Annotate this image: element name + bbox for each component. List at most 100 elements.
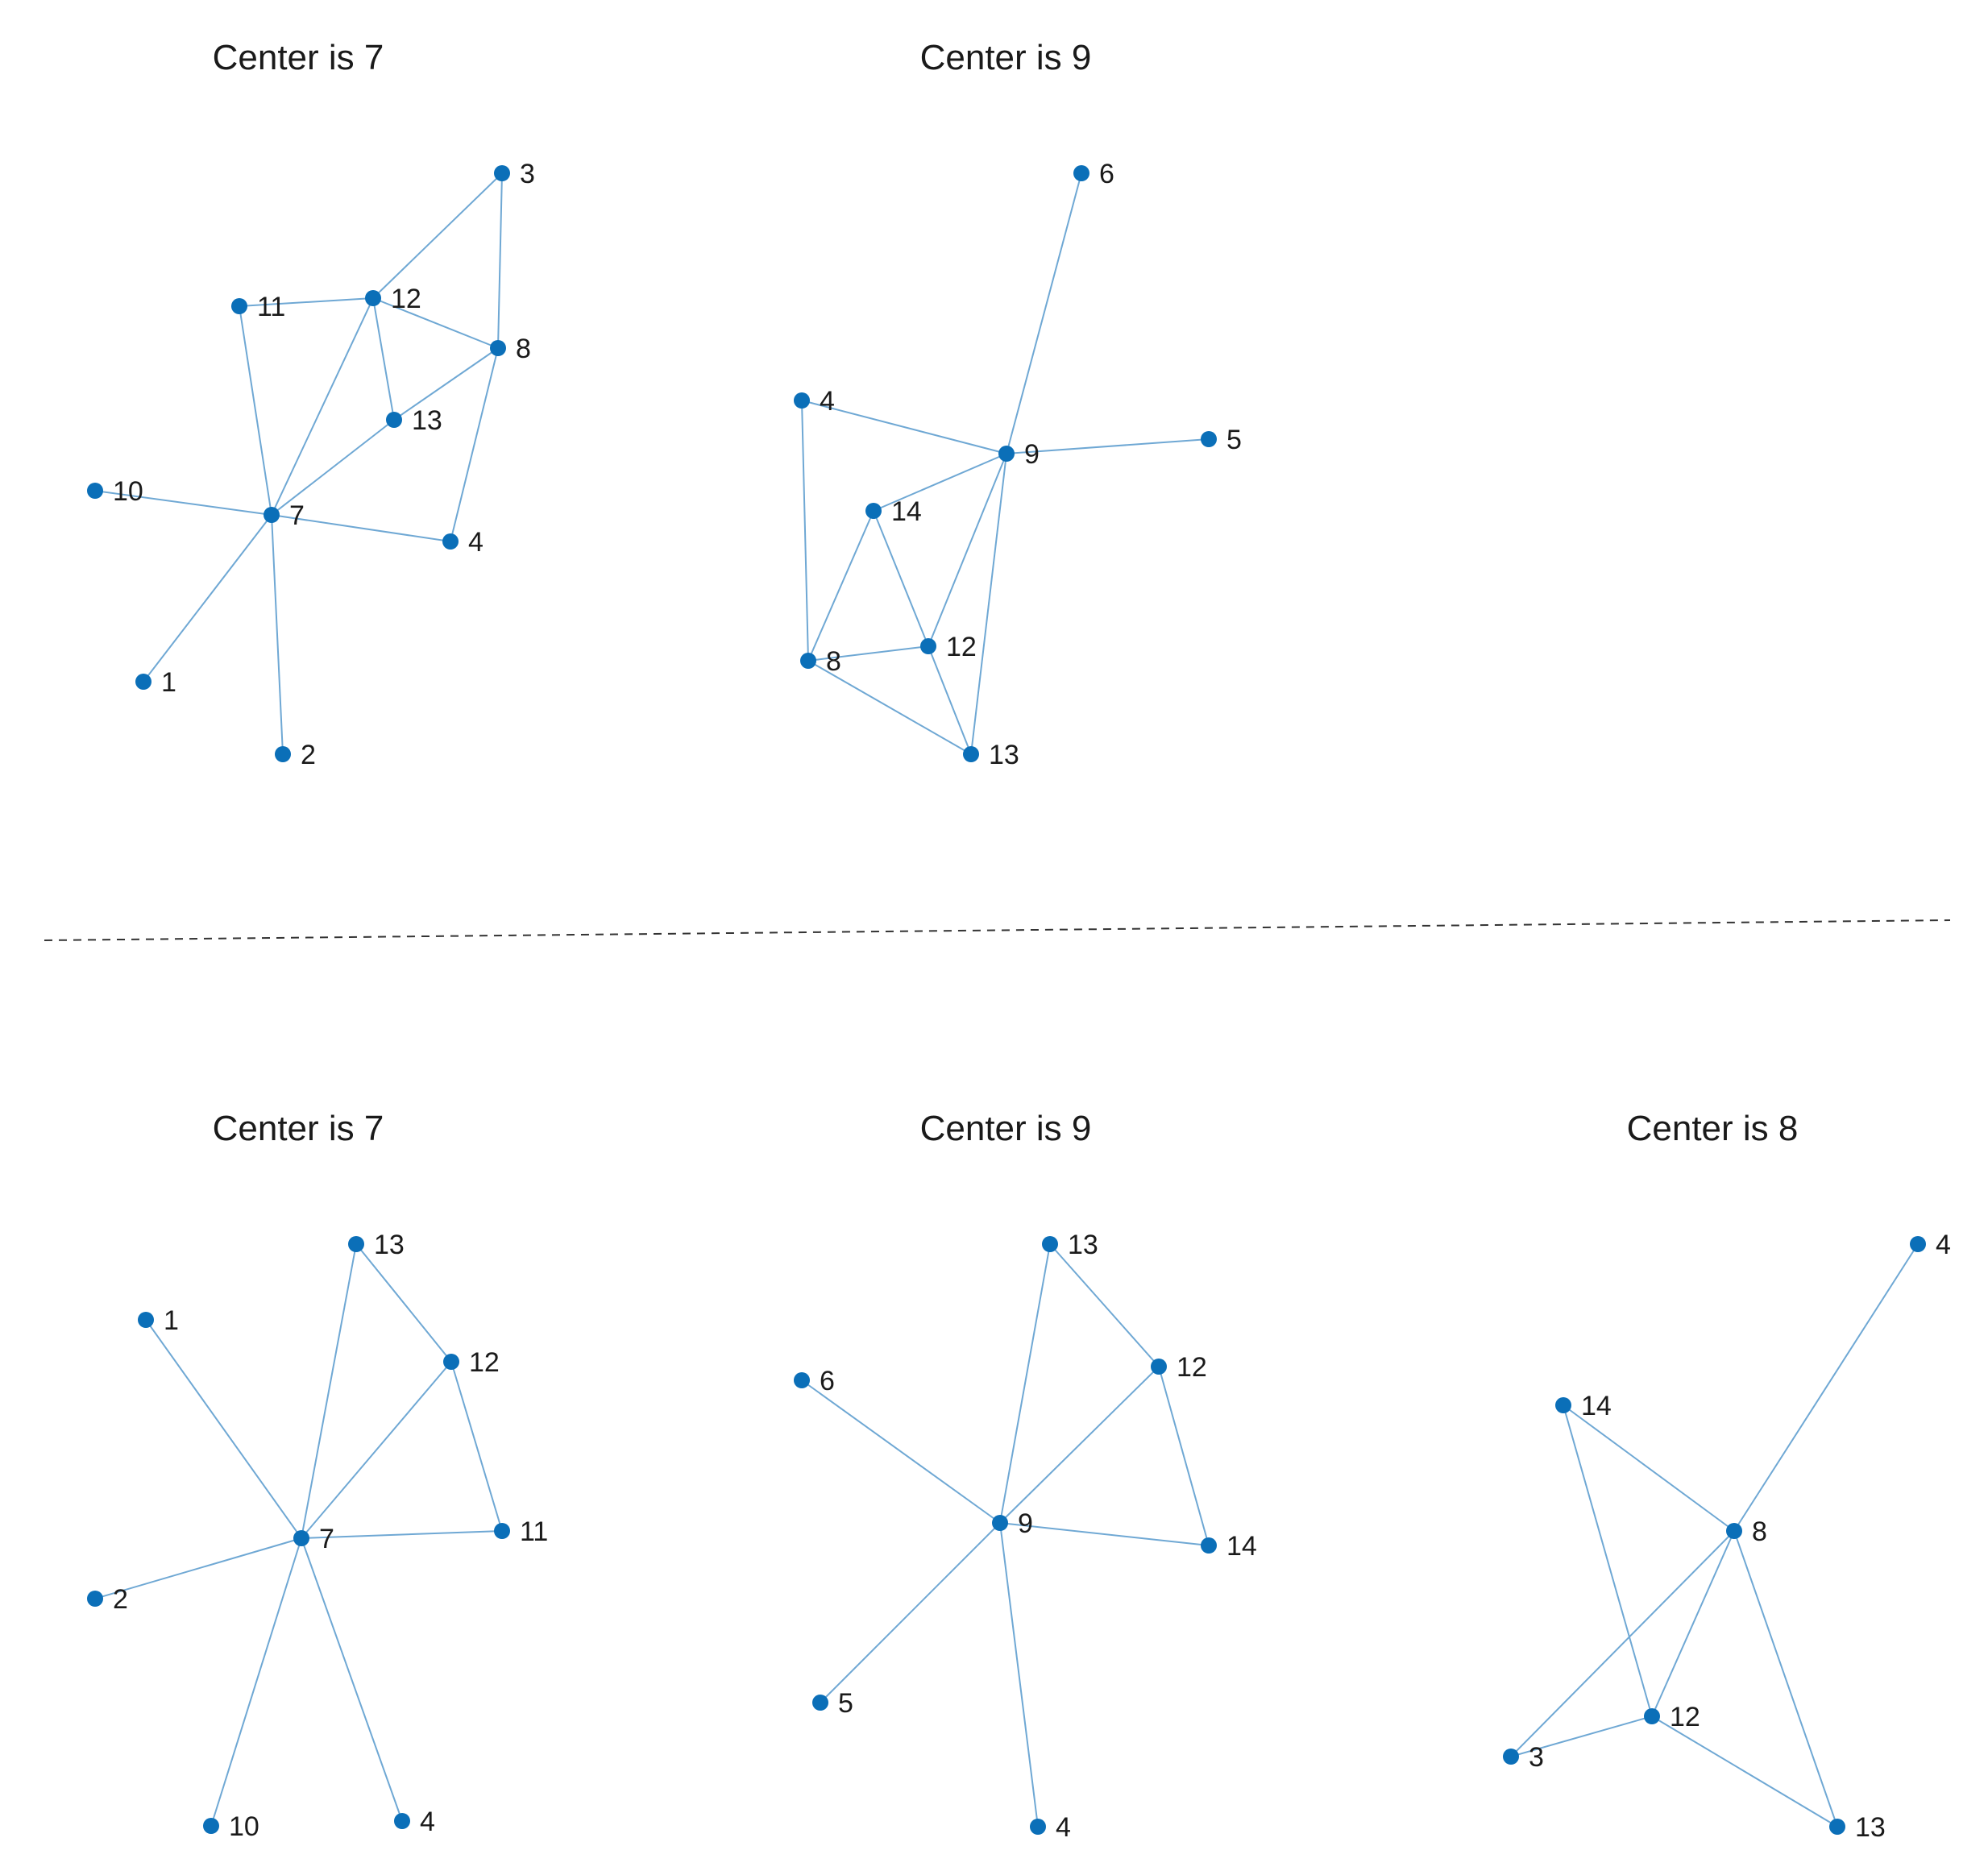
edge-7-13 bbox=[271, 419, 395, 516]
edge-12-13 bbox=[372, 297, 395, 421]
node-3 bbox=[494, 165, 510, 181]
panel-title: Center is 8 bbox=[1627, 1109, 1799, 1148]
node-6 bbox=[794, 1372, 810, 1388]
edge-9-6 bbox=[1006, 172, 1082, 454]
panel-title: Center is 7 bbox=[213, 1109, 384, 1148]
node-label: 13 bbox=[374, 1230, 405, 1260]
edge-3-12 bbox=[1510, 1715, 1653, 1757]
node-label: 3 bbox=[1529, 1742, 1544, 1773]
edge-12-13 bbox=[1651, 1715, 1838, 1827]
edge-7-2 bbox=[94, 1537, 302, 1599]
edge-9-14 bbox=[999, 1522, 1210, 1546]
node-label: 10 bbox=[229, 1811, 259, 1842]
node-4 bbox=[794, 392, 810, 409]
edge-9-5 bbox=[820, 1522, 1001, 1703]
node-label: 13 bbox=[412, 405, 442, 436]
node-10 bbox=[87, 483, 103, 499]
edge-9-4 bbox=[801, 400, 1007, 454]
edge-12-8 bbox=[372, 297, 499, 349]
node-label: 8 bbox=[516, 334, 531, 364]
node-label: 7 bbox=[289, 500, 305, 531]
node-14 bbox=[1555, 1397, 1571, 1413]
node-12 bbox=[1151, 1359, 1167, 1375]
node-12 bbox=[1644, 1708, 1660, 1724]
edge-14-12 bbox=[1563, 1404, 1653, 1717]
node-label: 6 bbox=[1099, 159, 1114, 189]
edge-7-11 bbox=[301, 1530, 503, 1539]
edge-7-12 bbox=[301, 1361, 452, 1539]
node-label: 13 bbox=[989, 740, 1019, 770]
node-8 bbox=[490, 340, 506, 356]
row-divider bbox=[44, 919, 1951, 941]
edge-7-12 bbox=[271, 297, 374, 516]
edges bbox=[801, 172, 1210, 755]
node-label: 5 bbox=[838, 1688, 853, 1719]
edge-9-4 bbox=[999, 1522, 1039, 1827]
node-label: 4 bbox=[820, 386, 835, 417]
node-11 bbox=[494, 1523, 510, 1539]
node-label: 9 bbox=[1024, 439, 1040, 470]
node-2 bbox=[87, 1591, 103, 1607]
node-7 bbox=[293, 1530, 309, 1546]
node-4 bbox=[1910, 1236, 1926, 1252]
node-12 bbox=[920, 638, 936, 654]
node-5 bbox=[1201, 431, 1217, 447]
node-12 bbox=[443, 1354, 459, 1370]
edge-8-4 bbox=[450, 347, 499, 542]
panel-title: Center is 9 bbox=[920, 1109, 1092, 1148]
edge-9-13 bbox=[999, 1243, 1051, 1524]
node-5 bbox=[812, 1695, 828, 1711]
edges bbox=[1510, 1243, 1919, 1827]
node-label: 4 bbox=[420, 1807, 435, 1837]
edge-9-13 bbox=[970, 453, 1007, 755]
edge-12-13 bbox=[928, 645, 972, 755]
edge-8-3 bbox=[1510, 1530, 1735, 1757]
node-label: 11 bbox=[257, 292, 285, 322]
node-8 bbox=[1726, 1523, 1742, 1539]
edge-9-6 bbox=[801, 1379, 1001, 1524]
edge-8-12 bbox=[1651, 1530, 1735, 1717]
panel-title: Center is 7 bbox=[213, 38, 384, 77]
node-label: 5 bbox=[1226, 425, 1242, 455]
node-label: 1 bbox=[161, 667, 176, 698]
node-label: 8 bbox=[1752, 1516, 1767, 1547]
node-label: 14 bbox=[1226, 1531, 1257, 1562]
edge-7-4 bbox=[301, 1537, 403, 1822]
edge-14-12 bbox=[873, 510, 929, 647]
edge-4-8 bbox=[801, 400, 809, 662]
node-13 bbox=[386, 412, 402, 428]
edge-7-4 bbox=[271, 514, 451, 542]
node-4 bbox=[1030, 1819, 1046, 1835]
node-label: 2 bbox=[301, 740, 316, 770]
edges bbox=[94, 1243, 503, 1827]
edge-12-14 bbox=[1158, 1366, 1210, 1546]
edge-8-12 bbox=[807, 645, 929, 662]
node-label: 8 bbox=[826, 646, 841, 677]
node-12 bbox=[365, 290, 381, 306]
edge-8-13 bbox=[393, 347, 499, 421]
node-10 bbox=[203, 1818, 219, 1834]
node-8 bbox=[800, 653, 816, 669]
node-label: 4 bbox=[1936, 1230, 1951, 1260]
edges bbox=[94, 172, 503, 755]
edge-11-12 bbox=[239, 297, 374, 307]
panel-title: Center is 9 bbox=[920, 38, 1092, 77]
edge-7-13 bbox=[301, 1243, 357, 1539]
node-label: 3 bbox=[520, 159, 535, 189]
node-14 bbox=[865, 503, 882, 519]
node-label: 14 bbox=[1581, 1391, 1612, 1421]
node-11 bbox=[231, 298, 247, 314]
edge-9-5 bbox=[1006, 438, 1210, 454]
node-3 bbox=[1503, 1749, 1519, 1765]
edge-7-1 bbox=[143, 514, 272, 682]
node-label: 12 bbox=[391, 284, 421, 314]
node-9 bbox=[992, 1515, 1008, 1531]
edge-8-13 bbox=[807, 660, 972, 755]
